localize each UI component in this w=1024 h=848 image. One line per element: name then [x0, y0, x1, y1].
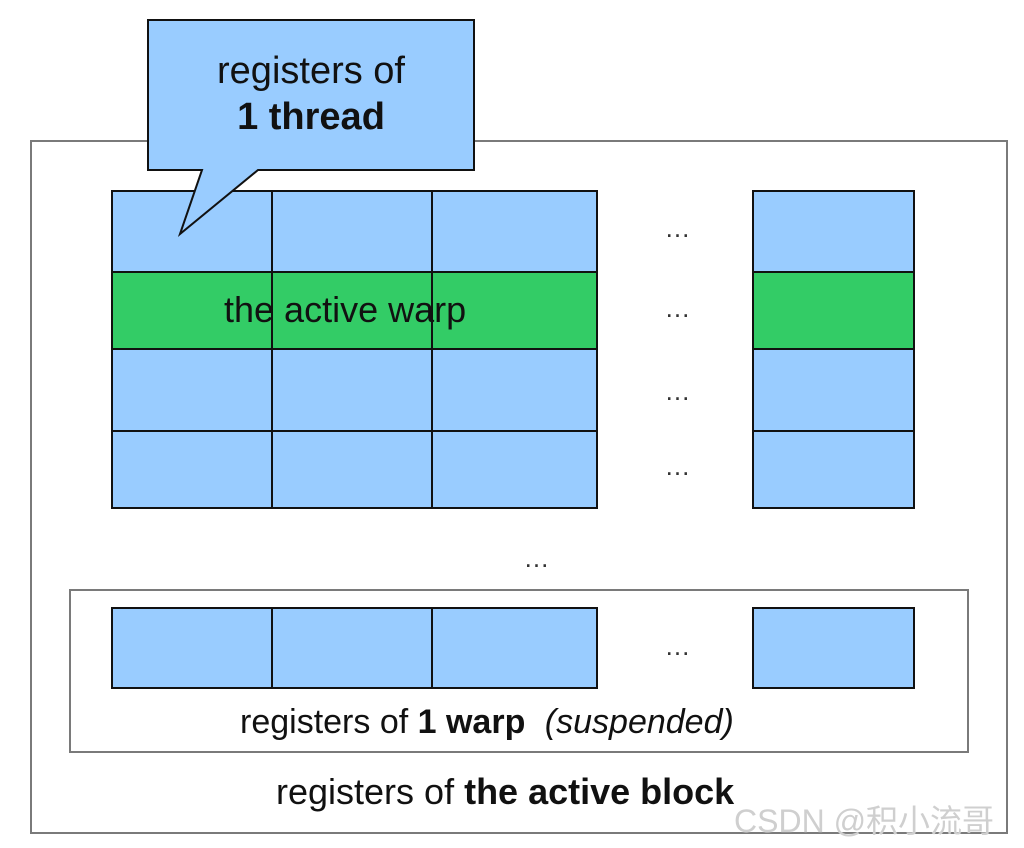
active-warp-cell [111, 271, 273, 350]
active-warp-label: the active warp [224, 289, 467, 330]
active-warp-cell [752, 271, 915, 350]
register-cell [431, 607, 598, 689]
callout-text: registers of 1 thread [151, 48, 471, 140]
register-cell [752, 430, 915, 509]
row-ellipsis: ... [524, 543, 550, 573]
warp-label-bold: 1 warp [417, 703, 526, 741]
active-warp-cell [431, 271, 598, 350]
thread-callout-bubble [147, 19, 475, 238]
register-cell [431, 348, 598, 432]
register-cell [111, 348, 273, 432]
register-cell [431, 430, 598, 509]
register-cell [271, 348, 433, 432]
column-ellipsis: ... [665, 213, 691, 243]
warp-label-italic: (suspended) [544, 703, 734, 741]
register-cell [271, 430, 433, 509]
active-block-label: registers of the active block [276, 772, 734, 812]
register-cell [271, 607, 433, 689]
callout-line-2: 1 thread [237, 96, 385, 138]
active-warp-cell [271, 271, 433, 350]
register-cell [752, 607, 915, 689]
block-label-bold: the active block [464, 771, 735, 812]
column-ellipsis: ... [665, 451, 691, 481]
column-ellipsis: ... [665, 293, 691, 323]
watermark-text: CSDN @积小流哥 [734, 803, 995, 839]
register-cell [752, 348, 915, 432]
suspended-warp-label: registers of 1 warp (suspended) [240, 702, 734, 742]
column-ellipsis: ... [665, 376, 691, 406]
block-label-prefix: registers of [276, 771, 465, 812]
warp-label-prefix: registers of [240, 703, 418, 741]
register-cell [111, 430, 273, 509]
callout-line-1: registers of [217, 50, 405, 92]
register-cell [431, 190, 598, 273]
warp-ellipsis: ... [665, 631, 691, 661]
register-cell [111, 607, 273, 689]
